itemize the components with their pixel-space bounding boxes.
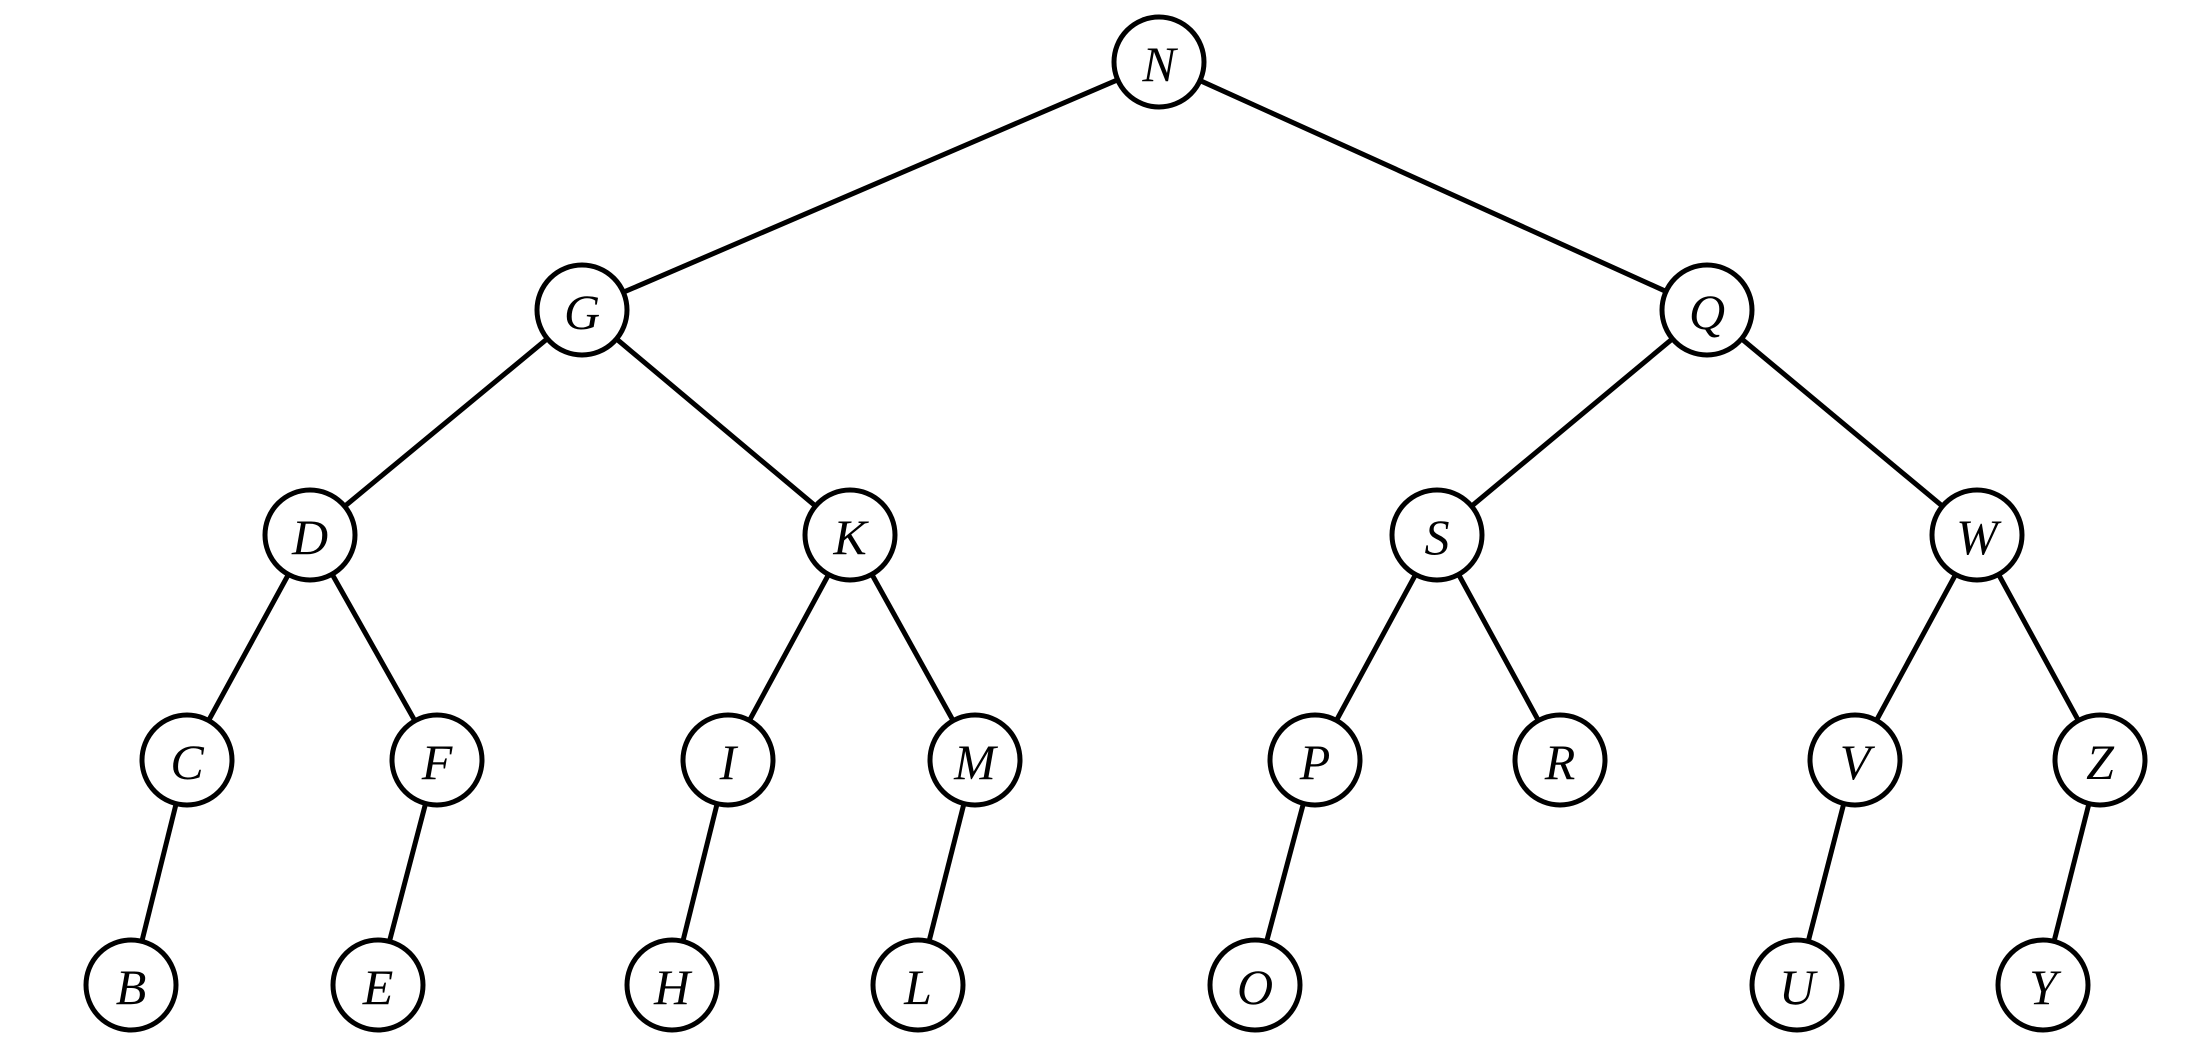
node-circle-z	[2052, 712, 2148, 808]
tree-edge-i-h	[680, 803, 720, 942]
node-circle-w	[1929, 487, 2025, 583]
tree-node-p[interactable]: P	[1267, 712, 1363, 808]
node-label-z: Z	[2086, 734, 2115, 790]
tree-node-z[interactable]: Z	[2052, 712, 2148, 808]
tree-node-s[interactable]: S	[1389, 487, 1485, 583]
node-label-c: C	[170, 734, 204, 790]
node-label-f: F	[421, 734, 453, 790]
node-label-h: H	[653, 959, 693, 1015]
tree-node-h[interactable]: H	[624, 937, 720, 1033]
tree-node-l[interactable]: L	[870, 937, 966, 1033]
node-label-g: G	[564, 284, 600, 340]
node-circle-o	[1207, 937, 1303, 1033]
node-circle-m	[927, 712, 1023, 808]
tree-node-c[interactable]: C	[139, 712, 235, 808]
node-label-e: E	[362, 959, 394, 1015]
node-label-d: D	[291, 509, 328, 565]
tree-node-f[interactable]: F	[389, 712, 485, 808]
tree-edge-z-y	[2051, 803, 2092, 942]
nodes-layer: N G Q D K S W C F I M P R V Z B E H L O U Y	[83, 14, 2148, 1033]
node-label-l: L	[903, 959, 932, 1015]
node-circle-k	[802, 487, 898, 583]
node-label-r: R	[1544, 734, 1576, 790]
tree-edge-p-o	[1264, 802, 1306, 943]
node-label-s: S	[1425, 509, 1450, 565]
tree-node-e[interactable]: E	[330, 937, 426, 1033]
tree-node-r[interactable]: R	[1512, 712, 1608, 808]
node-circle-l	[870, 937, 966, 1033]
tree-edge-w-z	[1996, 573, 2081, 722]
node-circle-r	[1512, 712, 1608, 808]
tree-edge-k-i	[747, 573, 831, 722]
tree-edge-v-u	[1805, 802, 1847, 943]
node-circle-g	[534, 262, 630, 358]
tree-edge-w-v	[1874, 573, 1958, 722]
tree-node-n[interactable]: N	[1111, 14, 1207, 110]
tree-node-b[interactable]: B	[83, 937, 179, 1033]
node-label-b: B	[116, 959, 147, 1015]
tree-edge-q-s	[1469, 336, 1675, 509]
tree-edge-d-c	[206, 573, 291, 722]
node-label-m: M	[953, 734, 998, 790]
node-circle-e	[330, 937, 426, 1033]
node-circle-y	[1995, 937, 2091, 1033]
tree-node-d[interactable]: D	[262, 487, 358, 583]
tree-edge-n-q	[1198, 78, 1668, 294]
tree-edge-s-p	[1334, 573, 1418, 722]
tree-edge-m-l	[926, 803, 967, 942]
tree-edge-g-d	[343, 336, 549, 509]
node-label-w: W	[1956, 509, 2002, 565]
node-label-o: O	[1237, 959, 1273, 1015]
tree-edge-f-e	[386, 802, 429, 943]
node-circle-i	[680, 712, 776, 808]
node-label-i: I	[719, 734, 739, 790]
node-label-n: N	[1141, 36, 1178, 92]
node-label-k: K	[832, 509, 869, 565]
node-label-y: Y	[2029, 959, 2062, 1015]
node-label-p: P	[1299, 734, 1331, 790]
tree-node-k[interactable]: K	[802, 487, 898, 583]
tree-node-w[interactable]: W	[1929, 487, 2025, 583]
tree-node-v[interactable]: V	[1807, 712, 1903, 808]
node-circle-h	[624, 937, 720, 1033]
tree-edge-n-g	[622, 77, 1119, 295]
tree-node-o[interactable]: O	[1207, 937, 1303, 1033]
node-circle-d	[262, 487, 358, 583]
tree-node-q[interactable]: Q	[1659, 262, 1755, 358]
tree-node-m[interactable]: M	[927, 712, 1023, 808]
node-circle-u	[1749, 937, 1845, 1033]
node-circle-b	[83, 937, 179, 1033]
node-circle-q	[1659, 262, 1755, 358]
node-label-v: V	[1840, 734, 1876, 790]
node-circle-c	[139, 712, 235, 808]
tree-node-g[interactable]: G	[534, 262, 630, 358]
tree-node-y[interactable]: Y	[1995, 937, 2091, 1033]
node-circle-n	[1111, 14, 1207, 110]
tree-node-u[interactable]: U	[1749, 937, 1845, 1033]
node-label-q: Q	[1689, 284, 1725, 340]
edges-layer	[139, 77, 2092, 943]
tree-edge-c-b	[139, 803, 179, 942]
node-label-u: U	[1779, 959, 1818, 1015]
node-circle-v	[1807, 712, 1903, 808]
node-circle-s	[1389, 487, 1485, 583]
tree-edge-k-m	[869, 573, 956, 722]
tree-edge-q-w	[1739, 336, 1945, 509]
tree-node-i[interactable]: I	[680, 712, 776, 808]
node-circle-p	[1267, 712, 1363, 808]
tree-edge-d-f	[329, 572, 418, 723]
node-circle-f	[389, 712, 485, 808]
tree-edge-s-r	[1456, 573, 1541, 722]
tree-edge-g-k	[614, 337, 818, 508]
